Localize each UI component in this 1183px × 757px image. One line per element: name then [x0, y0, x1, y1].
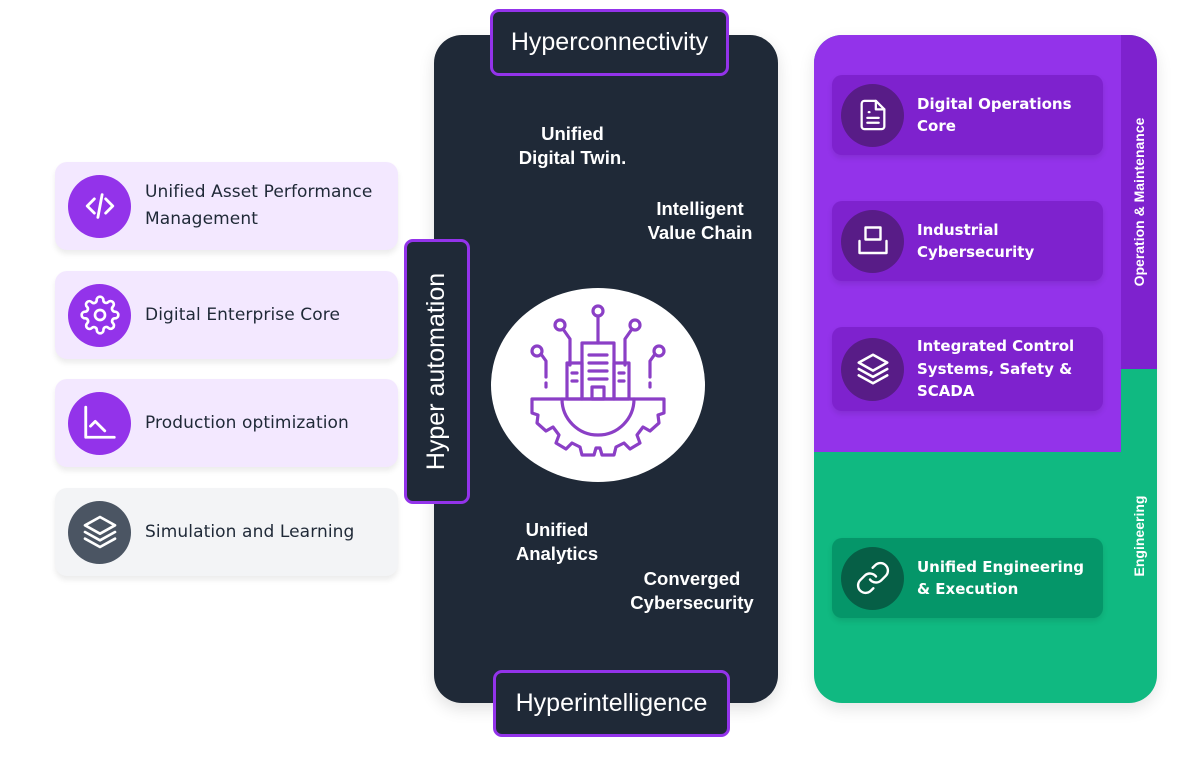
label-line: Analytics	[515, 543, 599, 564]
tag-hyperconnectivity[interactable]: Hyperconnectivity	[490, 9, 729, 76]
label-line: Intelligent	[656, 198, 744, 219]
card-label: Industrial Cybersecurity	[917, 220, 1035, 262]
label-unified-digital-twin: Unified Digital Twin.	[500, 122, 645, 170]
card-label: Digital Operations Core	[917, 94, 1072, 136]
tag-label: Hyper automation	[422, 272, 451, 471]
card-digital-enterprise-core[interactable]: Digital Enterprise Core	[55, 271, 398, 359]
card-unified-asset-performance-management[interactable]: Unified Asset Performance Management	[55, 162, 398, 250]
card-integrated-control-systems[interactable]: Integrated Control Systems, Safety & SCA…	[832, 327, 1103, 411]
layers-icon	[68, 500, 131, 564]
link-icon	[841, 546, 904, 610]
document-icon	[841, 83, 904, 147]
card-simulation-and-learning[interactable]: Simulation and Learning	[55, 488, 398, 576]
lifecycle-panel: Operation & Maintenance Engineering Digi…	[814, 35, 1157, 703]
tag-label: Hyperconnectivity	[510, 28, 709, 56]
tag-hyper-automation[interactable]: Hyper automation	[404, 239, 470, 504]
tag-label: Hyperintelligence	[515, 689, 708, 717]
hub-circle	[491, 288, 705, 482]
gear-icon	[68, 283, 131, 347]
label-unified-analytics: Unified Analytics	[497, 518, 617, 566]
card-label: Unified Engineering & Execution	[917, 557, 1085, 599]
card-production-optimization[interactable]: Production optimization	[55, 379, 398, 467]
label-line: Value Chain	[647, 222, 753, 243]
card-label: Unified Asset Performance Management	[145, 182, 373, 229]
card-digital-operations-core[interactable]: Digital Operations Core	[832, 75, 1103, 155]
label-line: Unified	[525, 519, 589, 540]
label-line: Converged	[643, 568, 741, 589]
card-label: Digital Enterprise Core	[145, 304, 341, 325]
section-title-engineering: Engineering	[1131, 495, 1147, 577]
layers-icon	[841, 337, 904, 401]
tag-hyperintelligence[interactable]: Hyperintelligence	[493, 670, 730, 737]
code-icon	[68, 174, 131, 238]
section-title-operation-maintenance: Operation & Maintenance	[1131, 117, 1147, 287]
smart-factory-icon	[530, 303, 666, 457]
card-industrial-cybersecurity[interactable]: Industrial Cybersecurity	[832, 201, 1103, 281]
card-label: Simulation and Learning	[145, 521, 355, 542]
label-line: Cybersecurity	[630, 592, 754, 613]
card-label: Integrated Control Systems, Safety & SCA…	[917, 337, 1075, 401]
card-label: Production optimization	[145, 412, 349, 433]
label-converged-cybersecurity: Converged Cybersecurity	[618, 567, 766, 615]
label-line: Digital Twin.	[518, 147, 627, 168]
card-unified-engineering-execution[interactable]: Unified Engineering & Execution	[832, 538, 1103, 618]
terminal-box-icon	[841, 209, 904, 273]
line-chart-icon	[68, 391, 131, 455]
label-intelligent-value-chain: Intelligent Value Chain	[630, 197, 770, 245]
label-line: Unified	[541, 123, 604, 144]
operation-maintenance-strip	[1121, 35, 1157, 369]
